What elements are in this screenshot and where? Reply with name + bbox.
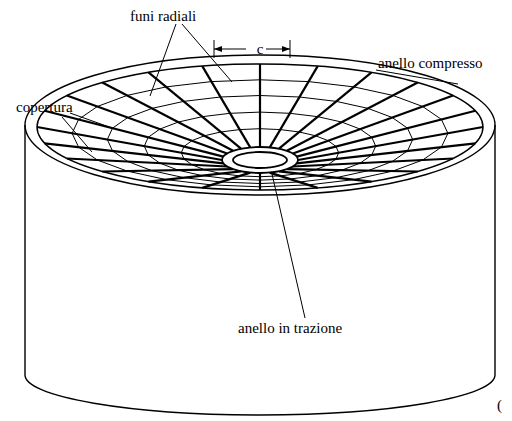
part-label: funi radiali bbox=[130, 9, 196, 24]
figure-tag: ( bbox=[497, 398, 502, 413]
radial-cable bbox=[45, 143, 224, 163]
radial-cable bbox=[102, 83, 233, 151]
radial-cable bbox=[287, 83, 418, 151]
leader-line bbox=[70, 113, 112, 128]
dimension-label: c bbox=[257, 42, 264, 57]
radial-cable bbox=[297, 143, 476, 163]
radial-cable bbox=[293, 96, 453, 154]
tension-ring-inner bbox=[233, 152, 287, 168]
dimension-tick bbox=[214, 40, 290, 58]
leader-line bbox=[376, 70, 458, 84]
roof-panel-edge bbox=[72, 80, 448, 187]
compression-ring-inner bbox=[37, 64, 483, 190]
part-label: anello in trazione bbox=[238, 321, 342, 336]
compression-ring-outer bbox=[25, 55, 495, 195]
arrowhead bbox=[214, 46, 222, 52]
radial-cable bbox=[259, 173, 261, 190]
radial-cable bbox=[67, 96, 227, 154]
tension-ring-outer bbox=[222, 147, 298, 173]
leader-line bbox=[62, 117, 92, 152]
radial-cable bbox=[259, 64, 261, 147]
cylinder-wall bbox=[25, 125, 495, 415]
radial-cable bbox=[67, 159, 227, 167]
part-label: anello compresso bbox=[378, 56, 483, 71]
roof-panel-edge bbox=[107, 96, 412, 184]
leader-line bbox=[182, 24, 232, 82]
roof-panel-edge bbox=[144, 112, 375, 180]
part-label: copertura bbox=[16, 100, 73, 115]
dimension-line bbox=[214, 49, 290, 50]
leader-line bbox=[272, 174, 305, 318]
arrowhead bbox=[282, 46, 290, 52]
radial-cable bbox=[202, 66, 250, 147]
roof-panel-edge bbox=[181, 129, 338, 177]
leader-line bbox=[150, 24, 176, 96]
radial-cable bbox=[293, 159, 453, 167]
